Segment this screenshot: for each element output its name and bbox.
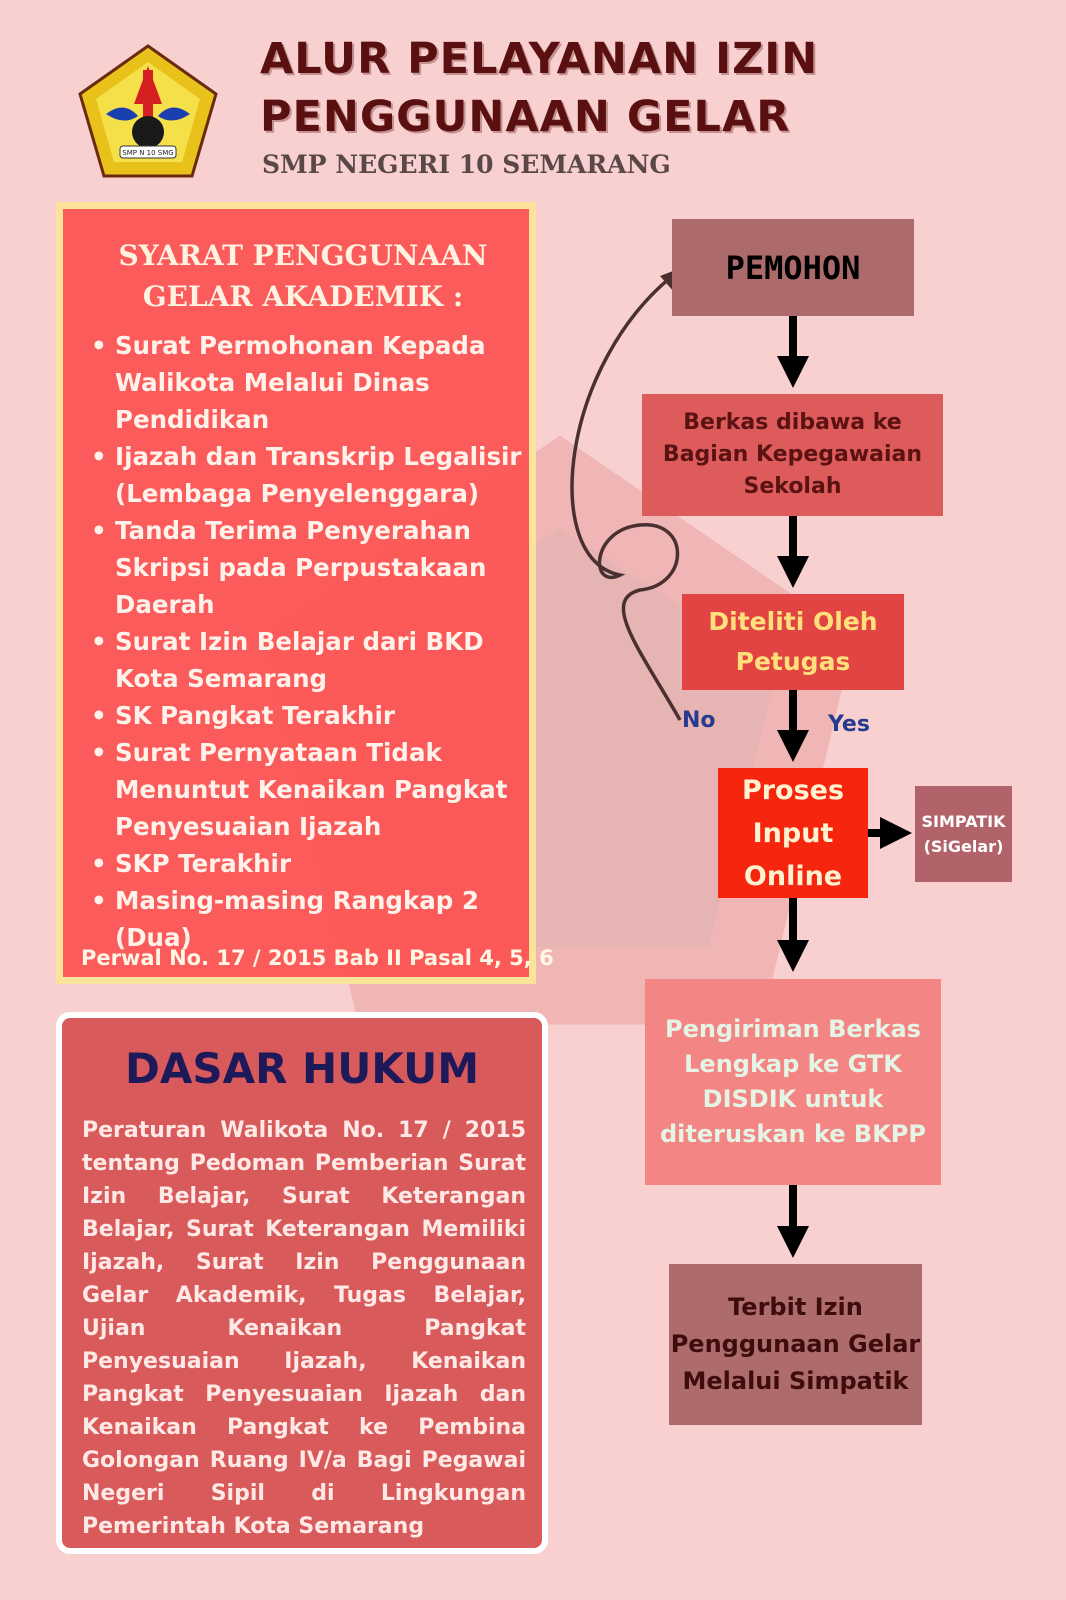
list-item: SKP Terakhir	[91, 845, 531, 882]
requirements-title-line1: SYARAT PENGGUNAAN	[118, 239, 488, 272]
list-item: Surat Permohonan Kepada Walikota Melalui…	[91, 327, 531, 438]
regulation-reference: Perwal No. 17 / 2015 Bab II Pasal 4, 5, …	[81, 946, 554, 970]
flow-step-proses: Proses Input Online	[718, 768, 868, 898]
yes-label: Yes	[828, 712, 870, 737]
page-title-line1: ALUR PELAYANAN IZIN	[260, 34, 819, 84]
no-label: No	[682, 708, 716, 733]
requirements-title-line2: GELAR AKADEMIK :	[142, 280, 464, 313]
flow-step-pengiriman: Pengiriman Berkas Lengkap ke GTK DISDIK …	[645, 979, 941, 1185]
list-item: Surat Pernyataan Tidak Menuntut Kenaikan…	[91, 734, 531, 845]
list-item: SK Pangkat Terakhir	[91, 697, 531, 734]
list-item: Masing-masing Rangkap 2 (Dua)	[91, 882, 531, 956]
flow-step-diteliti: Diteliti Oleh Petugas	[682, 594, 904, 690]
page-subtitle: SMP NEGERI 10 SEMARANG	[262, 150, 671, 179]
flow-step-pemohon: PEMOHON	[672, 219, 914, 316]
legal-basis-text: Peraturan Walikota No. 17 / 2015 tentang…	[82, 1118, 526, 1539]
page-title-line2: PENGGUNAAN GELAR	[260, 92, 791, 142]
legal-basis-title: DASAR HUKUM	[124, 1044, 480, 1093]
list-item: Tanda Terima Penyerahan Skripsi pada Per…	[91, 512, 531, 623]
logo-lettering: SMP N 10 SMG	[122, 149, 173, 157]
legal-basis-panel: DASAR HUKUM Peraturan Walikota No. 17 / …	[56, 1012, 548, 1554]
requirements-panel: SYARAT PENGGUNAAN GELAR AKADEMIK : Surat…	[56, 202, 554, 984]
requirements-list: Surat Permohonan Kepada Walikota Melalui…	[91, 327, 531, 956]
loop-back-arrow	[570, 268, 682, 721]
school-logo-icon: SMP N 10 SMG	[78, 44, 218, 178]
flow-step-terbit: Terbit Izin Penggunaan Gelar Melalui Sim…	[669, 1264, 922, 1425]
requirements-title: SYARAT PENGGUNAAN GELAR AKADEMIK :	[63, 235, 543, 317]
flow-step-berkas: Berkas dibawa ke Bagian Kepegawaian Seko…	[642, 394, 943, 516]
list-item: Ijazah dan Transkrip Legalisir (Lembaga …	[91, 438, 531, 512]
flow-step-simpatik: SIMPATIK (SiGelar)	[915, 786, 1012, 882]
list-item: Surat Izin Belajar dari BKD Kota Semaran…	[91, 623, 531, 697]
down-arrows	[777, 316, 912, 1258]
